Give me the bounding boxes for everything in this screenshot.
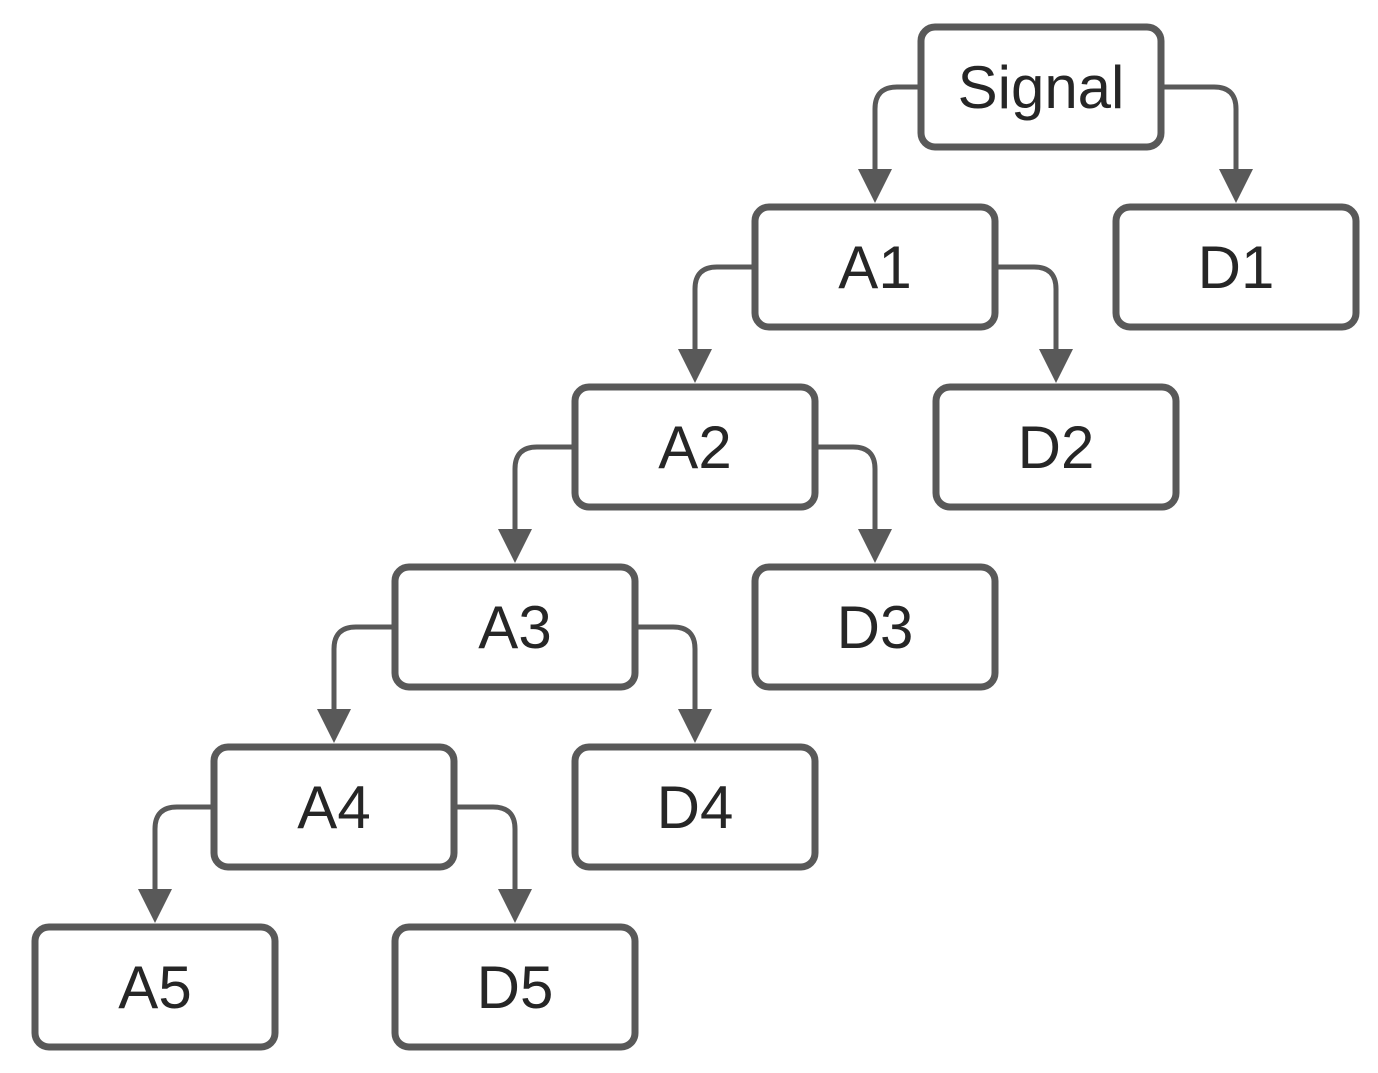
node-d2: D2 [932, 383, 1180, 511]
connector-signal-to-a1 [872, 84, 921, 171]
node-a3: A3 [391, 563, 639, 691]
node-d5: D5 [391, 923, 639, 1051]
arrowhead-a1-to-d2 [1039, 349, 1073, 383]
node-box-d2 [932, 383, 1180, 511]
connector-a2-to-d3 [815, 444, 878, 531]
node-label-d3: D3 [837, 594, 914, 661]
node-box-a4 [210, 743, 458, 871]
node-label-a3: A3 [478, 594, 551, 661]
arrowhead-a3-to-d4 [678, 709, 712, 743]
node-a5: A5 [31, 923, 279, 1051]
arrowhead-a4-to-d5 [498, 889, 532, 923]
node-box-d5 [391, 923, 639, 1051]
node-d1: D1 [1112, 203, 1360, 331]
node-box-a2 [571, 383, 819, 511]
connector-a4-to-d5 [454, 804, 518, 891]
node-a1: A1 [751, 203, 999, 331]
arrowhead-a4-to-a5 [138, 889, 172, 923]
connectors [138, 84, 1253, 923]
node-label-a2: A2 [658, 414, 731, 481]
arrowhead-a2-to-a3 [498, 529, 532, 563]
arrowhead-a1-to-a2 [678, 349, 712, 383]
arrowhead-signal-to-d1 [1219, 169, 1253, 203]
node-label-d1: D1 [1198, 234, 1275, 301]
node-label-d5: D5 [477, 954, 554, 1021]
node-d4: D4 [571, 743, 819, 871]
connector-a3-to-d4 [635, 624, 698, 711]
node-box-d4 [571, 743, 819, 871]
node-label-a4: A4 [297, 774, 370, 841]
node-signal: Signal [917, 23, 1165, 151]
arrowhead-a3-to-a4 [317, 709, 351, 743]
connector-a1-to-a2 [692, 264, 755, 351]
node-label-a1: A1 [838, 234, 911, 301]
node-box-a3 [391, 563, 639, 691]
node-label-signal: Signal [958, 54, 1125, 121]
node-label-d2: D2 [1018, 414, 1095, 481]
node-box-d3 [751, 563, 999, 691]
connector-signal-to-d1 [1161, 84, 1239, 171]
node-box-d1 [1112, 203, 1360, 331]
connector-a1-to-d2 [995, 264, 1059, 351]
connector-a4-to-a5 [152, 804, 214, 891]
node-a2: A2 [571, 383, 819, 511]
node-label-d4: D4 [657, 774, 734, 841]
arrowhead-a2-to-d3 [858, 529, 892, 563]
node-box-a5 [31, 923, 279, 1051]
node-box-a1 [751, 203, 999, 331]
node-d3: D3 [751, 563, 999, 691]
node-a4: A4 [210, 743, 458, 871]
connector-a3-to-a4 [331, 624, 395, 711]
connector-a2-to-a3 [512, 444, 575, 531]
node-box-signal [917, 23, 1165, 151]
node-label-a5: A5 [118, 954, 191, 1021]
arrowhead-signal-to-a1 [858, 169, 892, 203]
